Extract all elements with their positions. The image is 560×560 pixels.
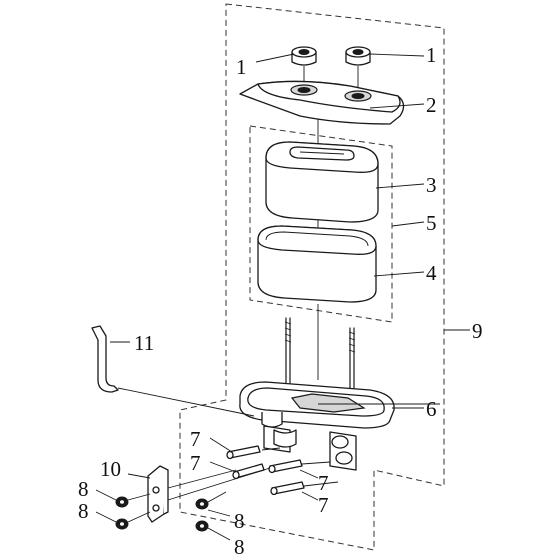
callout-1-right: 1: [426, 43, 437, 67]
knob-left: [291, 46, 317, 86]
callout-5: 5: [426, 211, 437, 235]
assembly-9-boundary: [179, 3, 445, 551]
capacitor-lower: [257, 225, 377, 303]
callout-labels: 1 1 2 3 5 4 9 11 6 7 7 7 7 10 8 8 8 8: [78, 43, 483, 559]
knob-right: [345, 46, 371, 92]
base-plate: [239, 317, 440, 429]
callout-6: 6: [426, 397, 437, 421]
callout-10: 10: [100, 457, 121, 481]
callout-8-c: 8: [234, 509, 245, 533]
callout-1-left: 1: [236, 55, 247, 79]
callout-3: 3: [426, 173, 437, 197]
capacitor-upper: [265, 141, 379, 223]
callout-7-d: 7: [318, 493, 329, 517]
callout-2: 2: [426, 93, 437, 117]
callout-9: 9: [472, 319, 483, 343]
callout-7-a: 7: [190, 427, 201, 451]
assembly-5-boundary: [249, 125, 393, 323]
callout-8-d: 8: [234, 535, 245, 559]
l-bracket: [147, 465, 271, 523]
leader-lines: [95, 53, 470, 541]
callout-7-b: 7: [190, 451, 201, 475]
bracket-below-base: [263, 425, 357, 471]
callout-8-a: 8: [78, 477, 89, 501]
callout-7-c: 7: [318, 471, 329, 495]
nuts: [115, 491, 227, 532]
top-cover-plate: [239, 80, 405, 125]
callout-11: 11: [134, 331, 154, 355]
callout-8-b: 8: [78, 499, 89, 523]
callout-4: 4: [426, 261, 437, 285]
bent-hose: [91, 325, 255, 417]
